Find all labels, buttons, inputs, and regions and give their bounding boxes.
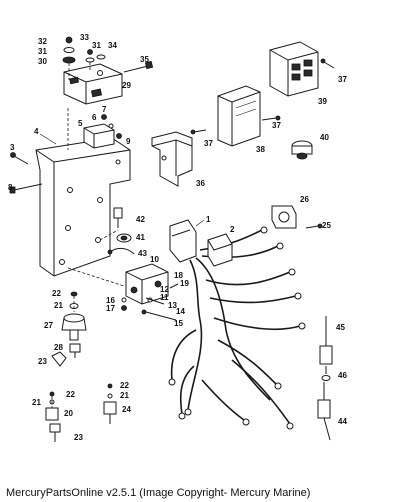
callout-8: 8 bbox=[8, 183, 13, 192]
screw-25[interactable] bbox=[305, 223, 323, 229]
connector-2[interactable] bbox=[207, 233, 233, 267]
callout-24: 24 bbox=[122, 405, 131, 414]
callout-41: 41 bbox=[136, 233, 145, 242]
callout-21a: 21 bbox=[54, 301, 63, 310]
fitting-28[interactable] bbox=[69, 343, 81, 358]
cable-43[interactable] bbox=[107, 247, 135, 255]
sensor-40[interactable] bbox=[291, 140, 313, 160]
fastener-16-17[interactable] bbox=[121, 297, 127, 311]
callout-21b: 21 bbox=[32, 398, 41, 407]
callout-35: 35 bbox=[140, 55, 149, 64]
callout-40: 40 bbox=[320, 133, 329, 142]
callout-39: 39 bbox=[318, 97, 327, 106]
callout-21c: 21 bbox=[120, 391, 129, 400]
sensor-44[interactable] bbox=[317, 382, 331, 441]
stud-42[interactable] bbox=[113, 207, 123, 228]
callout-32: 32 bbox=[38, 37, 47, 46]
callout-13: 13 bbox=[168, 301, 177, 310]
callout-18: 18 bbox=[174, 271, 183, 280]
callout-43: 43 bbox=[138, 249, 147, 258]
mounting-plate[interactable] bbox=[35, 108, 131, 277]
callout-16: 16 bbox=[106, 296, 115, 305]
callout-31a: 31 bbox=[38, 47, 47, 56]
callout-10: 10 bbox=[150, 255, 159, 264]
switch-20[interactable] bbox=[45, 391, 59, 421]
callout-45: 45 bbox=[336, 323, 345, 332]
callout-4: 4 bbox=[34, 127, 39, 136]
callout-33: 33 bbox=[80, 33, 89, 42]
callout-26: 26 bbox=[300, 195, 309, 204]
fitting-23[interactable] bbox=[49, 351, 67, 442]
callout-25: 25 bbox=[322, 221, 331, 230]
callout-6: 6 bbox=[92, 113, 97, 122]
clip-46[interactable] bbox=[321, 366, 331, 381]
callout-37a: 37 bbox=[204, 139, 213, 148]
gasket-26[interactable] bbox=[271, 205, 297, 229]
screw-3[interactable] bbox=[10, 152, 29, 165]
callout-23a: 23 bbox=[38, 357, 47, 366]
callout-22b: 22 bbox=[66, 390, 75, 399]
callout-19: 19 bbox=[180, 279, 189, 288]
callout-15: 15 bbox=[174, 319, 183, 328]
callout-28: 28 bbox=[54, 343, 63, 352]
callout-7: 7 bbox=[102, 105, 107, 114]
callout-1: 1 bbox=[206, 215, 211, 224]
wiring-harness[interactable] bbox=[168, 219, 306, 430]
sender-27[interactable] bbox=[61, 291, 87, 341]
callout-2: 2 bbox=[230, 225, 235, 234]
callout-46: 46 bbox=[338, 371, 347, 380]
bracket-36[interactable] bbox=[151, 131, 193, 187]
callout-27: 27 bbox=[44, 321, 53, 330]
callout-30: 30 bbox=[38, 57, 47, 66]
bolt-8[interactable] bbox=[9, 183, 43, 194]
callout-17: 17 bbox=[106, 304, 115, 313]
callout-42: 42 bbox=[136, 215, 145, 224]
callout-36: 36 bbox=[196, 179, 205, 188]
module-38[interactable] bbox=[217, 85, 281, 147]
clamp-41[interactable] bbox=[116, 233, 132, 243]
fuse-block-39[interactable] bbox=[269, 41, 319, 97]
callout-22a: 22 bbox=[52, 289, 61, 298]
callout-34: 34 bbox=[108, 41, 117, 50]
callout-12: 12 bbox=[160, 285, 169, 294]
callout-20: 20 bbox=[64, 409, 73, 418]
sensor-45[interactable] bbox=[319, 316, 333, 365]
callout-22c: 22 bbox=[120, 381, 129, 390]
callout-44: 44 bbox=[338, 417, 347, 426]
callout-29: 29 bbox=[122, 81, 131, 90]
screw-37[interactable] bbox=[190, 58, 335, 135]
callout-37c: 37 bbox=[338, 75, 347, 84]
relay-assembly[interactable] bbox=[62, 36, 154, 105]
copyright-caption: MercuryPartsOnline v2.5.1 (Image Copyrig… bbox=[6, 487, 311, 499]
callout-38: 38 bbox=[256, 145, 265, 154]
callout-14: 14 bbox=[176, 307, 185, 316]
small-relay[interactable] bbox=[83, 114, 122, 149]
callout-11: 11 bbox=[160, 293, 169, 302]
switch-24[interactable] bbox=[103, 383, 117, 424]
solenoid-cluster[interactable] bbox=[125, 263, 179, 321]
callout-37b: 37 bbox=[272, 121, 281, 130]
callout-5: 5 bbox=[78, 119, 83, 128]
callout-23b: 23 bbox=[74, 433, 83, 442]
callout-3: 3 bbox=[10, 143, 15, 152]
callout-9: 9 bbox=[126, 137, 131, 146]
callout-31b: 31 bbox=[92, 41, 101, 50]
